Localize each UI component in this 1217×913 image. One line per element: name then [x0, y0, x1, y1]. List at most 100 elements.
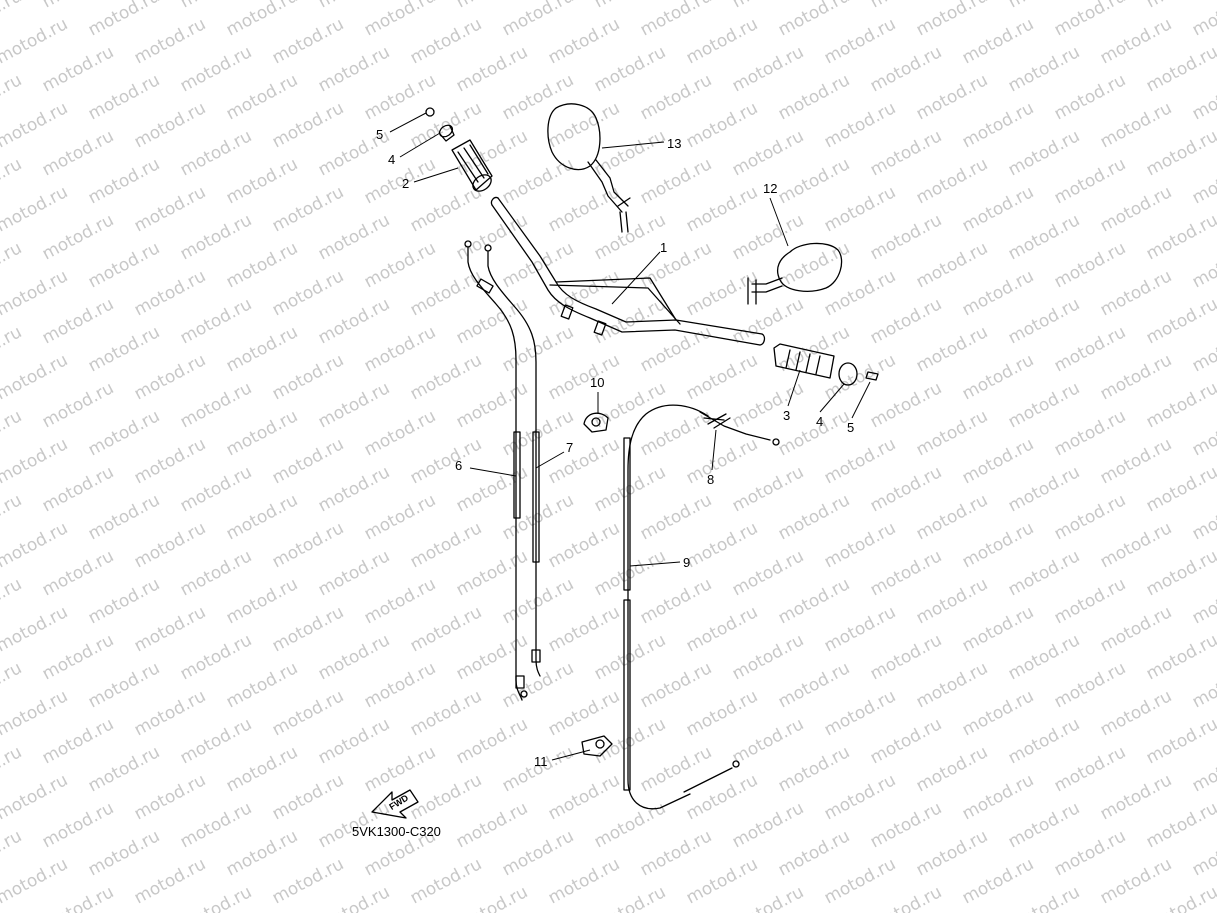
watermark-text: motod.ru [1189, 70, 1217, 124]
watermark-text: motod.ru [545, 14, 623, 68]
watermark-text: motod.ru [0, 518, 71, 572]
watermark-text: motod.ru [545, 854, 623, 908]
watermark-text: motod.ru [913, 0, 991, 40]
watermark-text: motod.ru [177, 462, 255, 516]
watermark-text: motod.ru [1051, 658, 1129, 712]
watermark-text: motod.ru [361, 742, 439, 796]
right-mirror [747, 242, 843, 305]
watermark-text: motod.ru [223, 826, 301, 880]
watermark-text: motod.ru [867, 42, 945, 96]
watermark-text: motod.ru [39, 462, 117, 516]
watermark-text: motod.ru [1097, 686, 1175, 740]
watermark-text: motod.ru [683, 98, 761, 152]
watermark-text: motod.ru [1005, 294, 1083, 348]
callout-5-left: 5 [376, 127, 383, 142]
watermark-text: motod.ru [1097, 854, 1175, 908]
watermark-text: motod.ru [499, 0, 577, 40]
watermark-text: motod.ru [0, 434, 71, 488]
right-grip [773, 343, 879, 386]
watermark-text: motod.ru [821, 770, 899, 824]
watermark-text: motod.ru [867, 798, 945, 852]
watermark-text: motod.ru [913, 658, 991, 712]
watermark-text: motod.ru [821, 14, 899, 68]
watermark-text: motod.ru [1143, 126, 1217, 180]
watermark-text: motod.ru [315, 294, 393, 348]
watermark-text: motod.ru [683, 266, 761, 320]
callouts: 5 4 2 13 12 1 10 3 4 5 6 7 8 9 11 [376, 127, 854, 769]
watermark-text: motod.ru [1005, 42, 1083, 96]
watermark-text: motod.ru [1051, 154, 1129, 208]
watermark-text: motod.ru [821, 854, 899, 908]
watermark-text: motod.ru [775, 658, 853, 712]
watermark-text: motod.ru [131, 434, 209, 488]
watermark-text: motod.ru [775, 574, 853, 628]
watermark-text: motod.ru [407, 686, 485, 740]
watermark-text: motod.ru [591, 210, 669, 264]
watermark-text: motod.ru [1097, 518, 1175, 572]
watermark-text: motod.ru [85, 238, 163, 292]
watermark-text: motod.ru [0, 854, 71, 908]
callout-4-left: 4 [388, 152, 395, 167]
watermark-text: motod.ru [959, 98, 1037, 152]
watermark-text: motod.ru [821, 518, 899, 572]
watermark-text: motod.ru [959, 266, 1037, 320]
watermark-text: motod.ru [913, 490, 991, 544]
watermark-text: motod.ru [0, 686, 71, 740]
watermark-text: motod.ru [361, 238, 439, 292]
watermark-text: motod.ru [499, 322, 577, 376]
watermark-text: motod.ru [1143, 798, 1217, 852]
watermark-text: motod.ru [729, 546, 807, 600]
watermark-text: motod.ru [867, 210, 945, 264]
watermark-text: motod.ru [361, 154, 439, 208]
watermark-text: motod.ru [545, 434, 623, 488]
watermark-text: motod.ru [407, 602, 485, 656]
watermark-text: motod.ru [223, 658, 301, 712]
watermark-text: motod.ru [775, 742, 853, 796]
watermark-text: motod.ru [867, 546, 945, 600]
watermark-text: motod.ru [269, 266, 347, 320]
watermark-text: motod.ru [545, 266, 623, 320]
watermark-text: motod.ru [361, 0, 439, 40]
watermark-text: motod.ru [821, 182, 899, 236]
watermark-text: motod.ru [315, 546, 393, 600]
watermark-text: motod.ru [453, 42, 531, 96]
watermark-text: motod.ru [683, 686, 761, 740]
watermark-text: motod.ru [407, 350, 485, 404]
watermark-text: motod.ru [269, 434, 347, 488]
watermark-text: motod.ru [1097, 434, 1175, 488]
watermark-text: motod.ru [1005, 630, 1083, 684]
watermark-text: motod.ru [407, 182, 485, 236]
watermark-text: motod.ru [821, 686, 899, 740]
left-mirror [547, 103, 631, 233]
cable-clamp-upper [583, 412, 609, 433]
watermark-text: motod.ru [269, 770, 347, 824]
handlebar [490, 196, 766, 346]
watermark-text: motod.ru [775, 0, 853, 40]
watermark-text: motod.ru [223, 490, 301, 544]
watermark-text: motod.ru [867, 462, 945, 516]
watermark-text: motod.ru [1097, 182, 1175, 236]
watermark-text: motod.ru [453, 210, 531, 264]
watermark-text: motod.ru [177, 378, 255, 432]
watermark-text: motod.ru [1005, 126, 1083, 180]
watermark-text: motod.ru [1189, 154, 1217, 208]
watermark-text: motod.ru [0, 266, 71, 320]
watermark-text: motod.ru [315, 0, 393, 12]
callout-3: 3 [783, 408, 790, 423]
watermark-text: motod.ru [1189, 490, 1217, 544]
watermark-text: motod.ru [913, 406, 991, 460]
callout-2: 2 [402, 176, 409, 191]
callout-10: 10 [590, 375, 604, 390]
watermark-text: motod.ru [959, 602, 1037, 656]
watermark-text: motod.ru [637, 70, 715, 124]
watermark-text: motod.ru [0, 406, 25, 460]
watermark-text: motod.ru [821, 98, 899, 152]
watermark-text: motod.ru [913, 322, 991, 376]
watermark-text: motod.ru [1005, 882, 1083, 913]
watermark-text: motod.ru [223, 154, 301, 208]
watermark-text: motod.ru [591, 798, 669, 852]
watermark-text: motod.ru [1051, 742, 1129, 796]
watermark-text: motod.ru [0, 742, 25, 796]
